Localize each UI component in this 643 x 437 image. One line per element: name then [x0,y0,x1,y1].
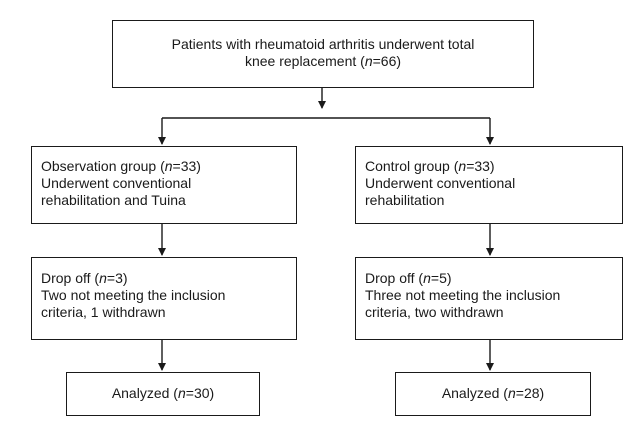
dropoff-right-box: Drop off (n=5) Three not meeting the inc… [355,257,623,340]
control-line-2: Underwent conventional [365,175,516,191]
enrollment-line-2: knee replacement (n=66) [244,53,402,69]
control-title: Control group (n=33) [365,158,495,174]
enrollment-box: Patients with rheumatoid arthritis under… [112,20,534,88]
analyzed-left-box: Analyzed (n=30) [66,372,260,416]
dropoff-left-line-2: Two not meeting the inclusion [41,287,226,303]
observation-title: Observation group (n=33) [41,158,201,174]
dropoff-right-line-3: criteria, two withdrawn [365,304,504,320]
control-line-3: rehabilitation [365,192,445,208]
observation-line-3: rehabilitation and Tuina [41,192,186,208]
observation-group-box: Observation group (n=33) Underwent conve… [31,146,297,224]
dropoff-right-title: Drop off (n=5) [365,270,452,286]
analyzed-right-label: Analyzed (n=28) [441,385,545,401]
dropoff-right-line-2: Three not meeting the inclusion [365,287,561,303]
analyzed-left-label: Analyzed (n=30) [111,385,215,401]
dropoff-left-line-3: criteria, 1 withdrawn [41,304,166,320]
observation-line-2: Underwent conventional [41,175,192,191]
dropoff-left-title: Drop off (n=3) [41,270,128,286]
dropoff-left-box: Drop off (n=3) Two not meeting the inclu… [31,257,297,340]
enrollment-line-1: Patients with rheumatoid arthritis under… [171,36,475,52]
analyzed-right-box: Analyzed (n=28) [395,372,591,416]
control-group-box: Control group (n=33) Underwent conventio… [355,146,623,224]
